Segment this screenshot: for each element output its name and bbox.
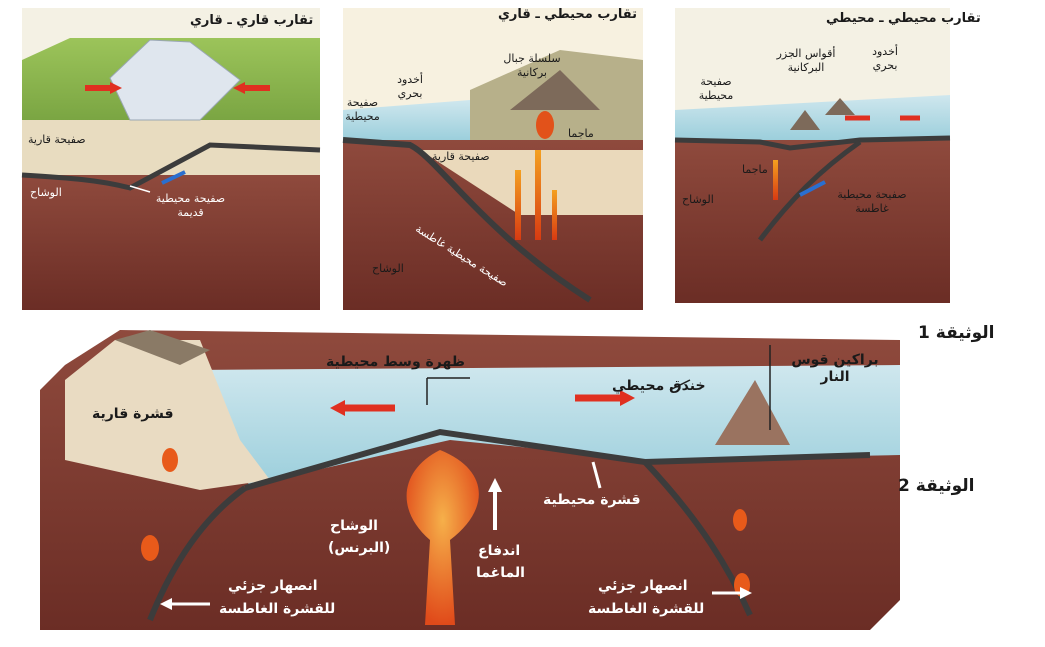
oc-magma-label: ماجما [568,127,594,141]
oc-volcanic-range-label: سلسلة جبال بركانية [492,52,572,80]
oo-trench-label: أخدود بحري [865,45,905,73]
oo-mantle [675,140,950,303]
d2-oceanic-crust-label: قشرة محيطية [543,492,641,509]
d2-magma-upwelling-label-1: اندفاع [478,543,520,560]
panel-continental-continental [22,8,320,310]
oc-continental-plate-label: صفيحة قارية [432,150,490,164]
oc-oceanic-plate-label: صفيحة محيطية [340,96,385,124]
d2-partial-melting-left-1: انصهار جزئي [228,578,318,595]
oc-title: تقارب محيطي ـ قاري [498,8,637,22]
cc-old-oceanic-plate-label: صفيحة محيطية قديمة [148,192,233,220]
d2-magma-blob-right-1 [733,509,747,531]
oc-mantle-label: الوشاح [372,262,404,276]
oo-magma-column [773,160,778,200]
d2-ocean-trench-label: خندق محيطي [612,378,706,395]
oo-oceanic-plate-label: صفيحة محيطية [692,75,740,103]
oc-magma-chamber [536,111,554,139]
cc-mantle-label: الوشاح [30,186,62,200]
oo-island-arcs-label: أقواس الجزر البركانية [770,47,842,75]
d2-partial-melting-right-2: للقشرة الغاطسة [588,601,704,618]
d2-magma-blob-left-2 [141,535,159,561]
d2-magma-blob-left-1 [162,448,178,472]
oo-mantle-label: الوشاح [682,193,714,207]
d2-ring-of-fire-label: براكين قوس النار [790,352,880,386]
oc-trench-label: أخدود بحري [390,73,430,101]
oo-subducting-plate-label: صفيحة محيطية غاطسة [832,188,912,216]
d2-mantle-label: الوشاح [330,518,378,535]
document-2-diagram [40,330,900,630]
oc-magma-column-2 [535,150,541,240]
oc-magma-column-1 [515,170,521,240]
oo-title: تقارب محيطي ـ محيطي [826,12,981,26]
document-2-label: الوثيقة 2 [898,479,975,493]
oc-magma-column-3 [552,190,557,240]
document-1-label: الوثيقة 1 [918,326,995,340]
d2-partial-melting-left-2: للقشرة الغاطسة [219,601,335,618]
d2-magma-upwelling-label-2: الماغما [476,565,525,582]
cc-title: تقارب قاري ـ قاري [190,14,313,28]
d2-partial-melting-right-1: انصهار جزئي [598,578,688,595]
cc-continental-plate-label: صفيحة قارية [28,133,86,147]
oo-magma-label: ماجما [742,163,768,177]
d2-continental-crust-label: قشرة قارية [92,406,174,423]
d2-mantle-note-label: (البرنس) [328,540,390,557]
d2-mid-ocean-ridge-label: ظهرة وسط محيطية [326,354,465,371]
